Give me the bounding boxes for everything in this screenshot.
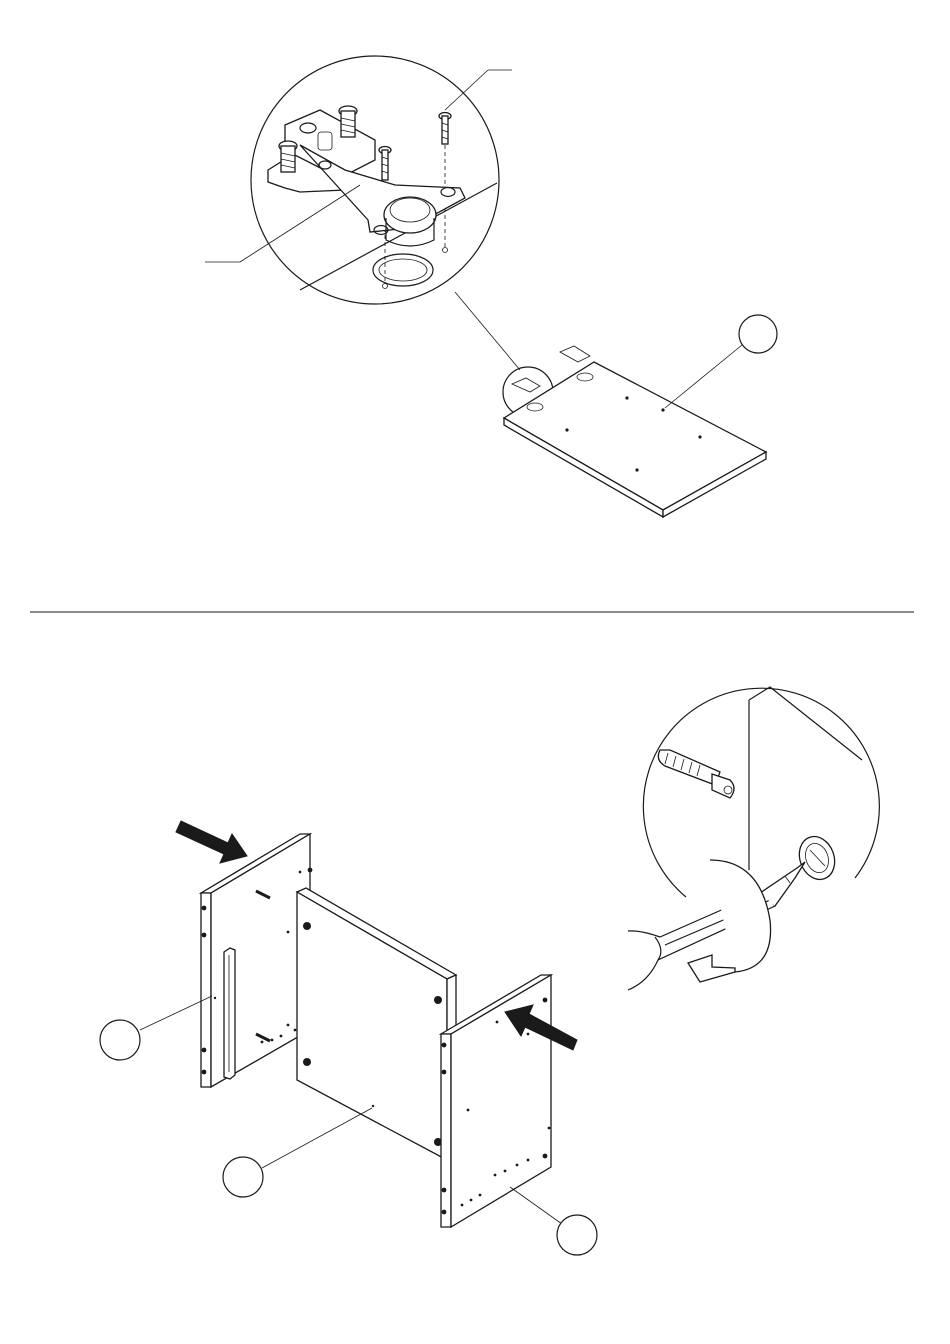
- callout-right-side-panel: [557, 1215, 597, 1255]
- cam-lock: [794, 832, 841, 885]
- hinge-detail: [205, 56, 512, 304]
- left-side-panel: [201, 834, 312, 1087]
- step-1: [205, 56, 777, 517]
- cam-dowel-detail: [643, 687, 879, 897]
- cam-dowel: [658, 750, 734, 798]
- hinge-mounting-plate: [268, 110, 465, 246]
- callout-left-side-panel: [100, 1020, 140, 1060]
- step-2: [100, 687, 879, 1255]
- rotation-arrow: [688, 860, 771, 982]
- push-arrow-left: [176, 821, 247, 863]
- callout-back-panel: [223, 1157, 263, 1197]
- right-side-panel: [441, 975, 551, 1227]
- callout-board: [739, 315, 777, 353]
- back-panel: [297, 888, 456, 1160]
